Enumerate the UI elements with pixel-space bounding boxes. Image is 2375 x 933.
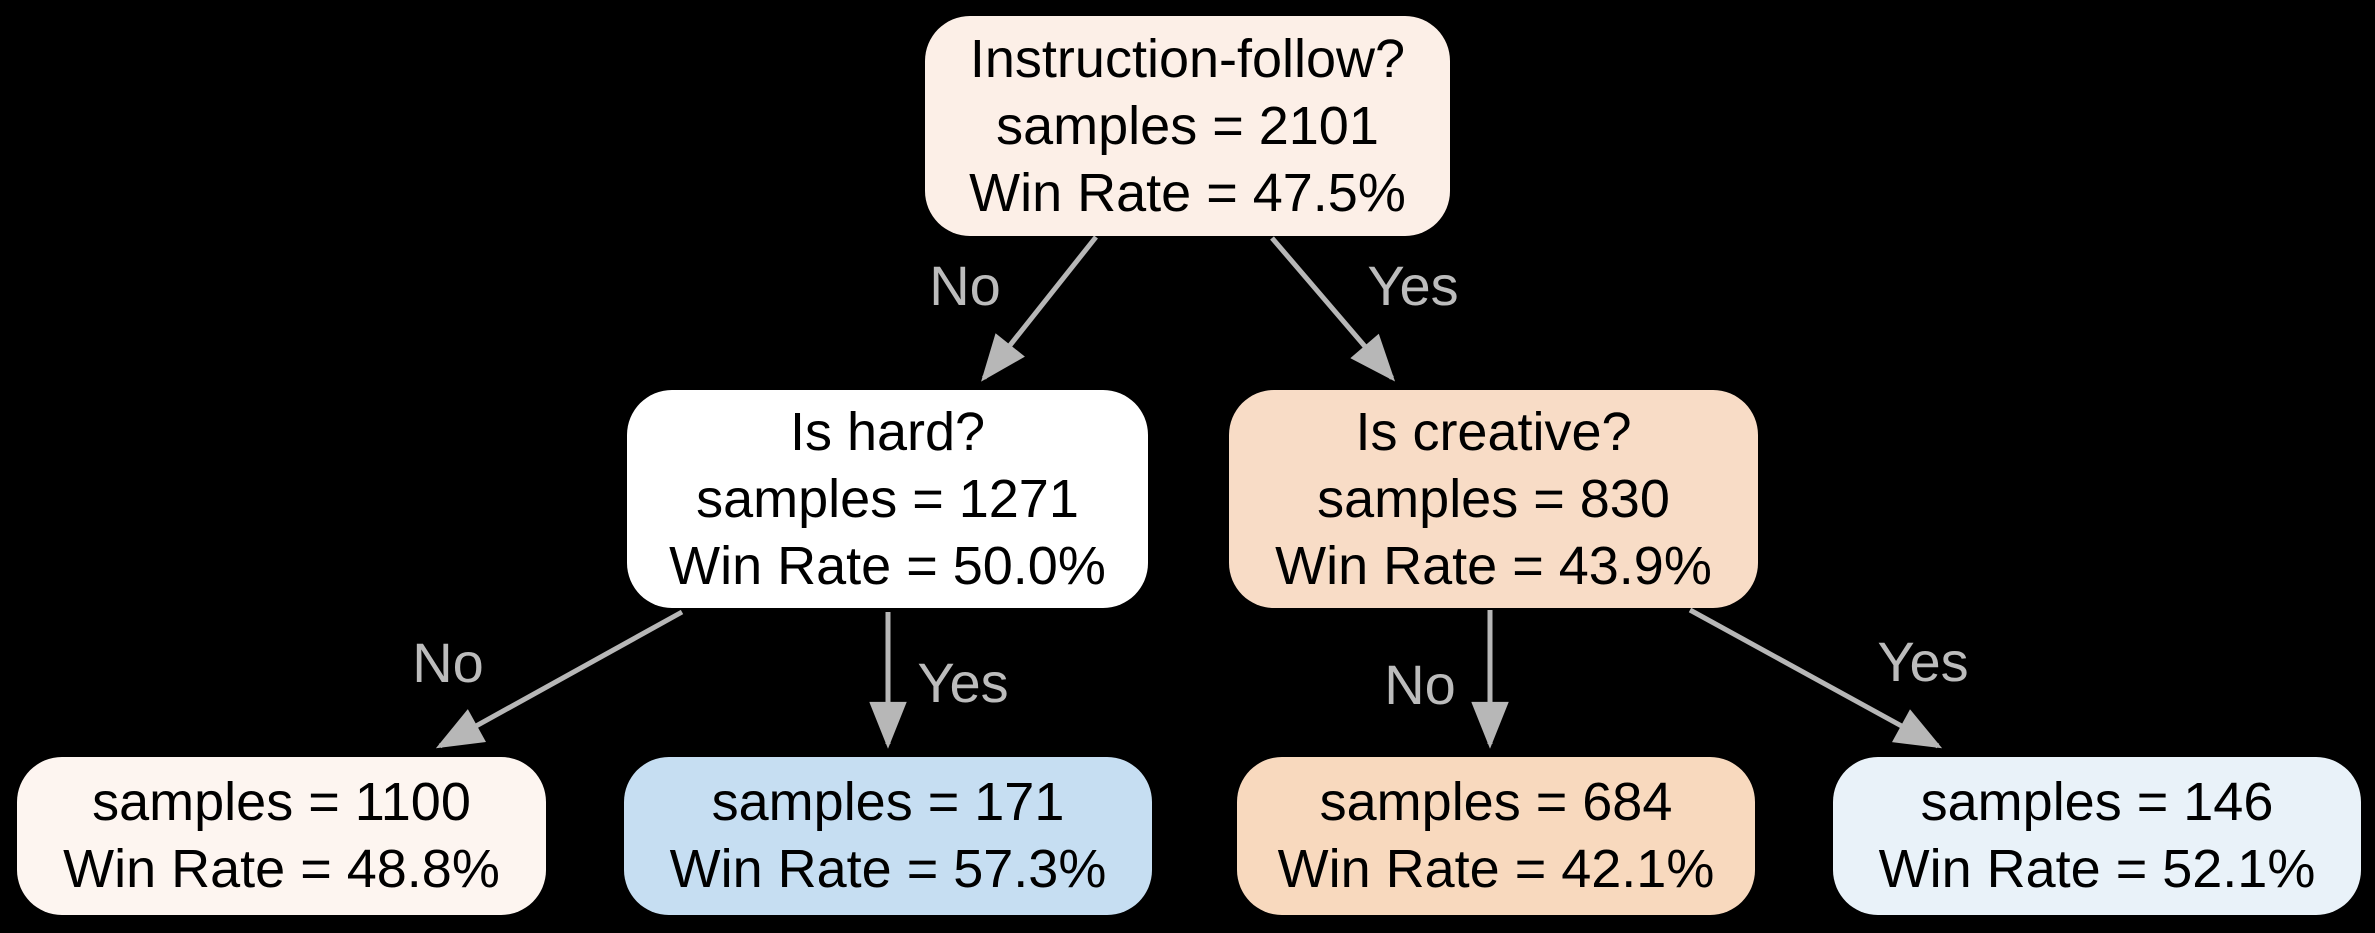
tree-leaf-not-if-hard: samples = 171 Win Rate = 57.3%: [624, 757, 1152, 915]
node-samples-text: samples = 1100: [92, 772, 471, 832]
node-winrate-text: Win Rate = 48.8%: [63, 839, 500, 899]
tree-node-root: Instruction-follow? samples = 2101 Win R…: [925, 16, 1450, 236]
edge-is-creative-yes-arrow: [1688, 607, 1943, 749]
node-winrate-text: Win Rate = 57.3%: [669, 839, 1107, 899]
tree-leaf-if-creative: samples = 146 Win Rate = 52.1%: [1833, 757, 2361, 915]
node-winrate-text: Win Rate = 52.1%: [1878, 839, 2316, 899]
node-samples-text: samples = 2101: [996, 95, 1379, 156]
edge-label-creative-no: No: [1384, 653, 1456, 716]
node-samples-text: samples = 1271: [696, 468, 1079, 529]
edge-label-creative-yes: Yes: [1877, 630, 1969, 693]
node-question-text: Is creative?: [1355, 401, 1632, 462]
edge-label-root-yes: Yes: [1367, 254, 1459, 317]
edge-is-hard-no-arrow: [435, 609, 684, 749]
edge-root-to-is-hard-arrow: [981, 235, 1098, 382]
tree-leaf-not-if-not-hard: samples = 1100 Win Rate = 48.8%: [17, 757, 546, 915]
node-question-text: Is hard?: [789, 401, 986, 462]
edge-label-hard-yes: Yes: [917, 651, 1009, 714]
node-winrate-text: Win Rate = 43.9%: [1275, 535, 1712, 596]
tree-node-is-hard: Is hard? samples = 1271 Win Rate = 50.0%: [627, 390, 1148, 608]
edge-root-to-is-creative-arrow: [1270, 236, 1396, 382]
node-winrate-text: Win Rate = 47.5%: [969, 162, 1406, 223]
edge-label-root-no: No: [929, 254, 1001, 317]
edge-label-hard-no: No: [412, 631, 484, 694]
node-question-text: Instruction-follow?: [969, 28, 1406, 89]
node-winrate-text: Win Rate = 50.0%: [669, 535, 1106, 596]
tree-leaf-if-not-creative: samples = 684 Win Rate = 42.1%: [1237, 757, 1755, 915]
node-winrate-text: Win Rate = 42.1%: [1277, 839, 1715, 899]
node-samples-text: samples = 830: [1317, 468, 1670, 529]
node-samples-text: samples = 171: [711, 772, 1065, 832]
node-samples-text: samples = 146: [1920, 772, 2274, 832]
node-samples-text: samples = 684: [1319, 772, 1673, 832]
tree-node-is-creative: Is creative? samples = 830 Win Rate = 43…: [1229, 390, 1758, 608]
